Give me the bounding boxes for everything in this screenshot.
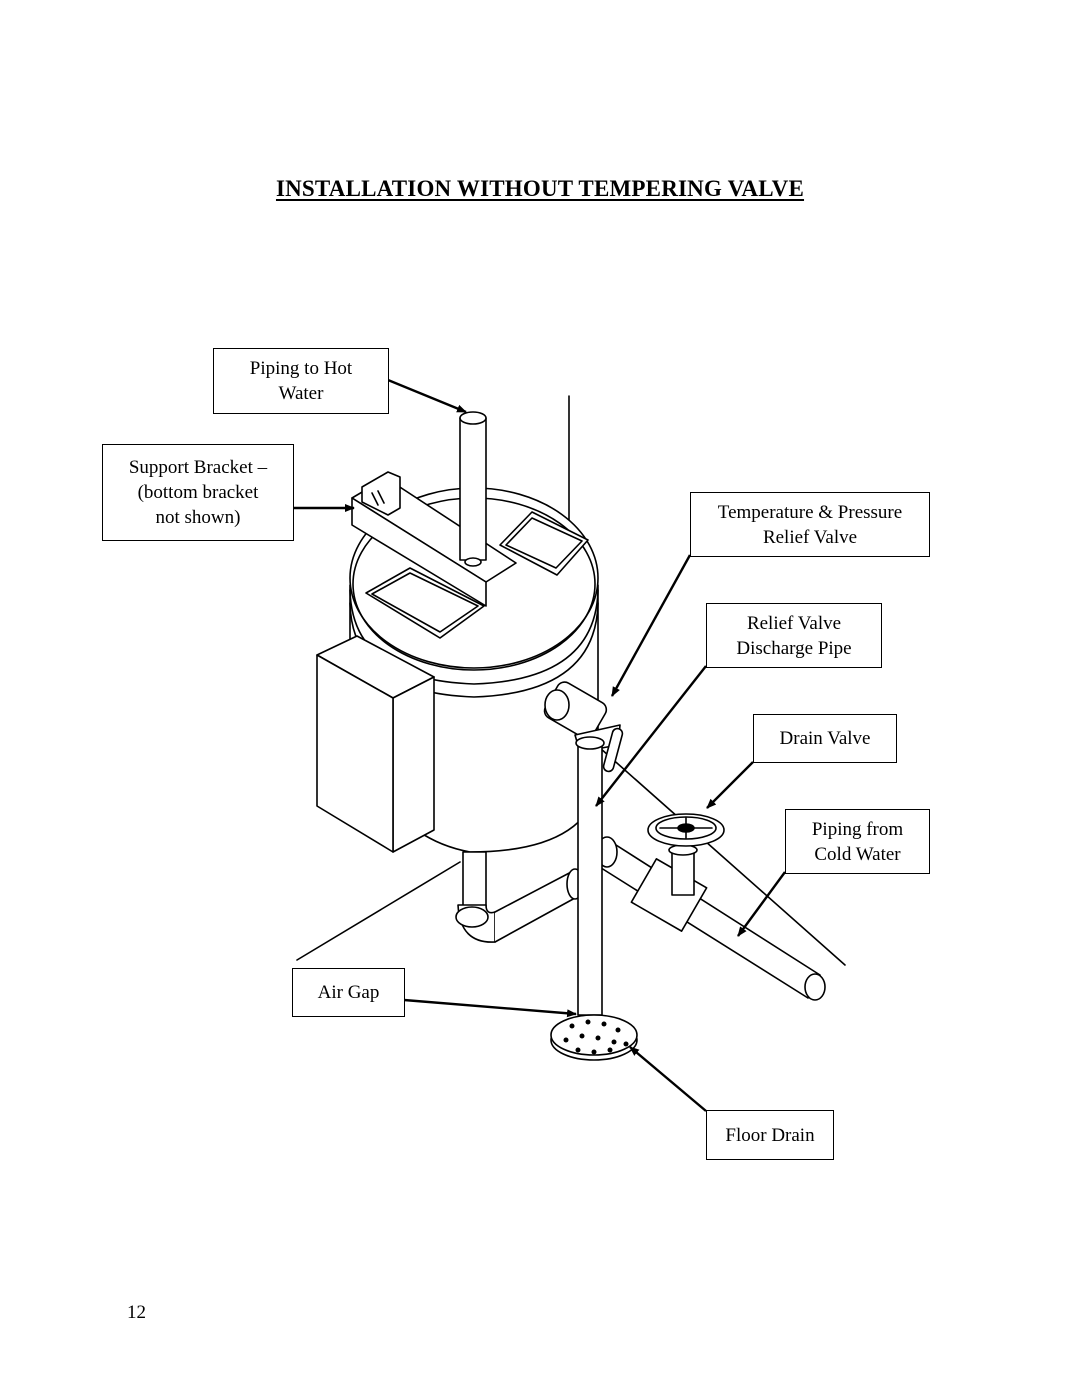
bottom-pipe [455,851,584,943]
arrow-drain-valve [706,761,754,809]
floor-line-right [599,747,846,966]
arrow-air-gap [403,998,577,1018]
arrow-floor-drain [629,1046,707,1112]
arrow-piping-hot [387,378,467,414]
floor-drain-holes [563,1019,629,1055]
arrow-tp-valve [610,554,692,697]
label-floor-drain: Floor Drain [706,1110,834,1160]
top-panel-left-inner [371,572,479,633]
page-title: INSTALLATION WITHOUT TEMPERING VALVE [275,176,805,201]
cold-water-pipe [596,836,826,1001]
label-air-gap: Air Gap [292,968,405,1017]
discharge-pipe [575,736,605,1016]
arrow-discharge-pipe [595,665,707,807]
drain-valve [647,813,725,896]
tp-relief-valve [543,681,624,773]
top-panel-left [365,567,485,639]
label-drain-valve: Drain Valve [753,714,897,763]
control-box [316,635,435,853]
arrow-piping-cold [737,871,786,937]
top-panel-right-inner [505,517,583,569]
hot-water-pipe [459,411,487,567]
floor-line-left [296,861,461,961]
page-number: 12 [127,1302,146,1323]
